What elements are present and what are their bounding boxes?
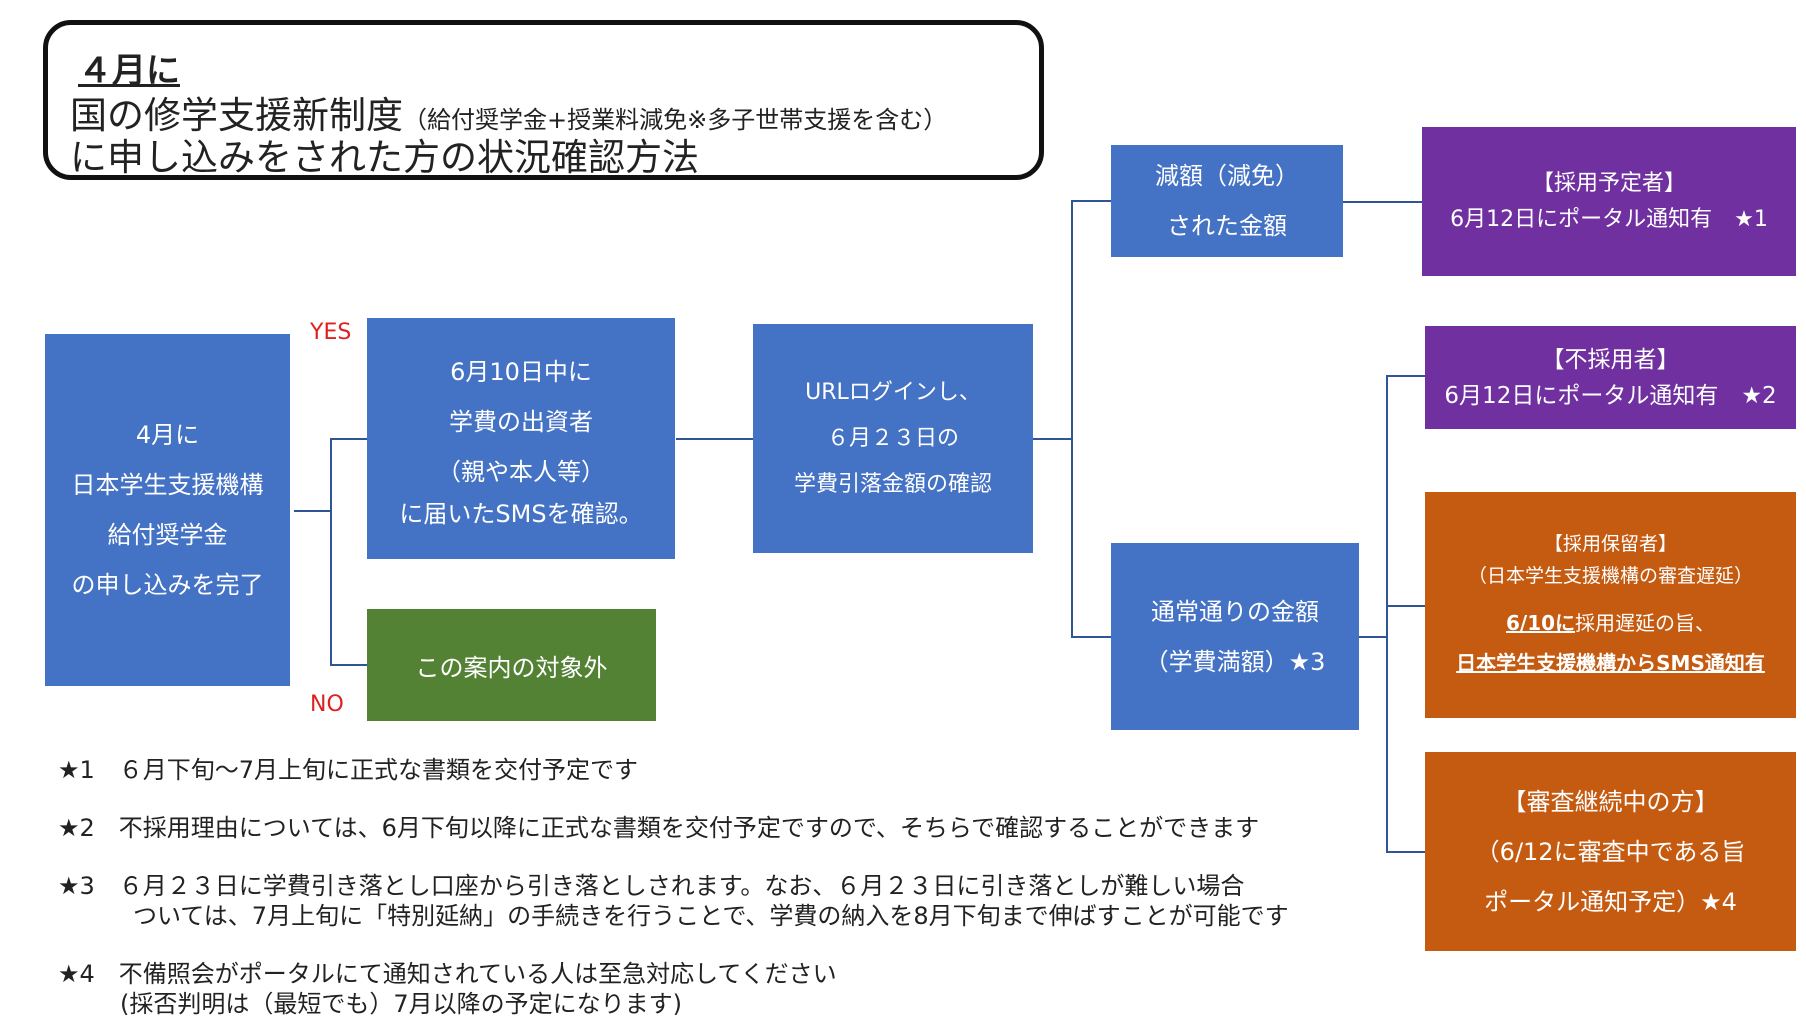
footnote-4: ★4 不備照会がポータルにて通知されている人は至急対応してください <box>58 960 837 988</box>
title-box: ４月に 国の修学支援新制度（給付奨学金+授業料減免※多子世帯支援を含む） に申し… <box>43 20 1044 180</box>
url-line-1: URLログインし、 <box>805 379 981 405</box>
adopted-title: 【採用予定者】 <box>1531 170 1686 196</box>
normal-amount-box: 通常通りの金額 （学費満額）★3 <box>1111 543 1359 730</box>
sms-line-4: に届いたSMSを確認。 <box>399 499 643 528</box>
yes-label: YES <box>310 320 352 345</box>
footnote-4-cont: (採否判明は（最短でも）7月以降の予定になります) <box>120 990 682 1018</box>
rejected-title: 【不採用者】 <box>1541 346 1680 373</box>
connector <box>1071 200 1111 202</box>
connector <box>294 510 331 512</box>
title-system: 国の修学支援新制度 <box>70 94 403 137</box>
footnote-3-cont: ついては、7月上旬に「特別延納」の手続きを行うことで、学費の納入を8月下旬まで伸… <box>133 902 1289 930</box>
url-line-3: 学費引落金額の確認 <box>793 471 992 497</box>
start-line-3: 給付奨学金 <box>107 521 228 549</box>
sms-line-1: 6月10日中に <box>450 357 592 386</box>
connector <box>676 438 753 440</box>
no-label: NO <box>310 692 344 717</box>
review-line-2: （6/12に審査中である旨 <box>1475 837 1746 866</box>
out-of-scope-box: この案内の対象外 <box>367 609 656 721</box>
connector <box>1386 375 1425 377</box>
rejected-box: 【不採用者】 6月12日にポータル通知有 ★2 <box>1425 326 1796 429</box>
connector <box>1033 438 1072 440</box>
normal-line-2: （学費満額）★3 <box>1144 647 1326 676</box>
url-line-2: ６月２３日の <box>826 425 959 451</box>
sms-check-box: 6月10日中に 学費の出資者 （親や本人等） に届いたSMSを確認。 <box>367 318 675 559</box>
adopted-detail: 6月12日にポータル通知有 ★1 <box>1450 206 1768 232</box>
start-box: 4月に 日本学生支援機構 給付奨学金 の申し込みを完了 <box>45 334 290 686</box>
connector <box>1071 636 1111 638</box>
review-line-3: ポータル通知予定）★4 <box>1484 887 1737 916</box>
title-month: ４月に <box>78 51 180 91</box>
pending-date: 6/10に <box>1505 611 1576 635</box>
pending-title: 【採用保留者】 <box>1543 533 1677 555</box>
pending-delay: 採用遅延の旨、 <box>1575 611 1716 635</box>
sms-line-3: （親や本人等） <box>437 457 605 486</box>
title-note: （給付奨学金+授業料減免※多子世帯支援を含む） <box>403 106 948 134</box>
connector <box>330 438 367 440</box>
pending-subtitle: （日本学生支援機構の審査遅延） <box>1467 565 1753 587</box>
out-of-scope-label: この案内の対象外 <box>415 653 608 682</box>
connector <box>1071 200 1073 637</box>
review-box: 【審査継続中の方】 （6/12に審査中である旨 ポータル通知予定）★4 <box>1425 752 1796 951</box>
connector <box>330 664 367 666</box>
footnote-1: ★1 ６月下旬〜7月上旬に正式な書類を交付予定です <box>58 756 639 784</box>
start-line-1: 4月に <box>135 421 200 449</box>
reduced-amount-box: 減額（減免） された金額 <box>1111 145 1343 257</box>
connector <box>1359 636 1387 638</box>
url-check-box: URLログインし、 ６月２３日の 学費引落金額の確認 <box>753 324 1033 553</box>
connector <box>1343 201 1422 203</box>
title-line3: に申し込みをされた方の状況確認方法 <box>70 136 699 179</box>
footnote-2: ★2 不採用理由については、6月下旬以降に正式な書類を交付予定ですので、そちらで… <box>58 814 1260 842</box>
sms-line-2: 学費の出資者 <box>449 407 593 436</box>
start-line-4: の申し込みを完了 <box>71 571 264 599</box>
connector <box>1386 375 1388 852</box>
reduced-line-2: された金額 <box>1167 212 1287 240</box>
connector <box>1386 605 1425 607</box>
title-line2: 国の修学支援新制度（給付奨学金+授業料減免※多子世帯支援を含む） <box>70 85 947 139</box>
pending-box: 【採用保留者】 （日本学生支援機構の審査遅延） 6/10に採用遅延の旨、 日本学… <box>1425 492 1796 718</box>
connector <box>330 438 332 665</box>
pending-sms-notice: 日本学生支援機構からSMS通知有 <box>1456 651 1765 675</box>
start-line-2: 日本学生支援機構 <box>71 471 264 499</box>
footnote-3: ★3 ６月２３日に学費引き落とし口座から引き落としされます。なお、６月２３日に引… <box>58 872 1245 900</box>
rejected-detail: 6月12日にポータル通知有 ★2 <box>1444 382 1777 409</box>
connector <box>1386 851 1425 853</box>
pending-line-3: 6/10に採用遅延の旨、 <box>1506 603 1715 643</box>
reduced-line-1: 減額（減免） <box>1155 162 1299 190</box>
adopted-box: 【採用予定者】 6月12日にポータル通知有 ★1 <box>1422 127 1796 276</box>
normal-line-1: 通常通りの金額 <box>1151 597 1319 626</box>
review-title: 【審査継続中の方】 <box>1502 787 1719 816</box>
